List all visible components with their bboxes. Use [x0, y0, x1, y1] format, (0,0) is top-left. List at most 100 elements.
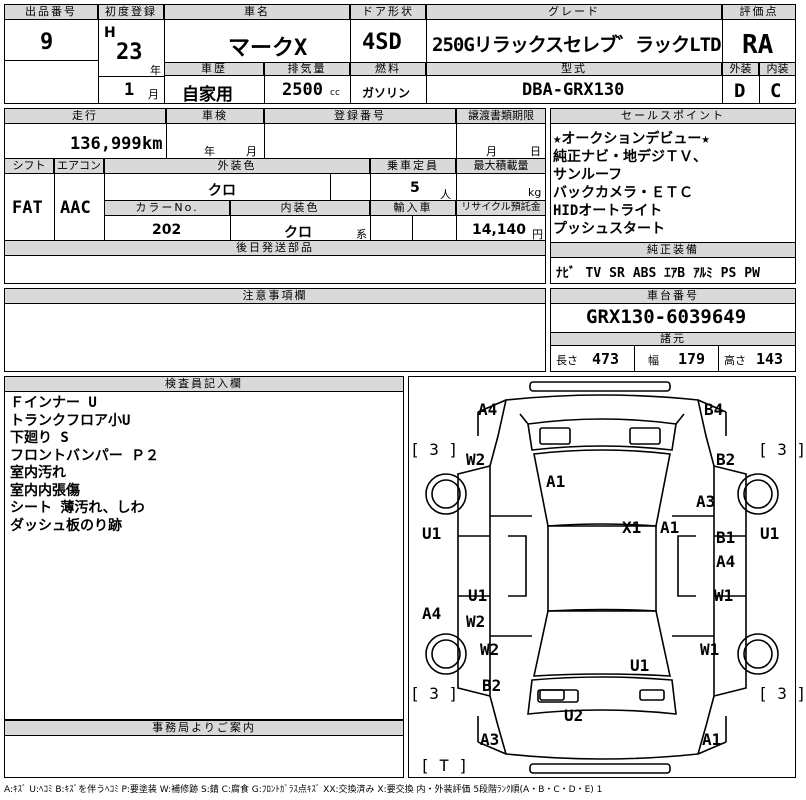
damage-mark: U2: [564, 706, 584, 725]
transfer-day-unit: 日: [530, 145, 541, 158]
sales-line: 純正ナビ・地デジＴＶ、: [553, 149, 707, 165]
damage-mark: A3: [480, 730, 500, 749]
recycle: 14,140: [472, 222, 527, 238]
length: 473: [592, 350, 620, 368]
int-label: 内装: [759, 62, 796, 76]
ext-label: 外装: [722, 62, 759, 76]
chassis-number: GRX130-6039649: [586, 306, 747, 328]
office-label: 事務局よりご案内: [4, 720, 404, 736]
length-label: 長さ: [556, 354, 578, 367]
equip-item: TV: [585, 266, 602, 281]
damage-mark: A3: [696, 492, 716, 511]
damage-mark: U1: [760, 524, 780, 543]
damage-mark: A1: [546, 472, 566, 491]
capacity-unit: 人: [440, 188, 451, 201]
reg-no-label: 登録番号: [264, 108, 456, 124]
equip-item: ABS: [632, 266, 657, 281]
equip-item: ﾅﾋﾞ: [556, 266, 576, 281]
first-reg-label: 初度登録: [98, 4, 164, 20]
door-label: ドア形状: [350, 4, 426, 20]
color-no: 202: [152, 222, 182, 238]
diagram-frame: [408, 376, 796, 778]
car-diagram: [425, 381, 779, 774]
recycle-unit: 円: [532, 228, 543, 241]
inspection-label: 車検: [166, 108, 264, 124]
color-no-label: カラーNo.: [104, 200, 230, 216]
car-name-label: 車名: [164, 4, 350, 20]
damage-mark: W1: [714, 586, 734, 605]
damage-mark: W2: [480, 640, 500, 659]
reg-year: 23: [116, 40, 143, 65]
lot-no: 9: [40, 30, 54, 55]
load-unit: kg: [528, 186, 542, 199]
color-label: 外装色: [104, 158, 370, 174]
mileage-label: 走行: [4, 108, 166, 124]
insp-month-unit: 月: [246, 145, 257, 158]
damage-mark: A4: [716, 552, 736, 571]
tire-bracket: [ 3 ]: [758, 684, 806, 703]
era: H: [104, 25, 116, 41]
inspector-line: 室内汚れ: [10, 465, 66, 481]
inspector-line: フロントバンパー Ｐ２: [10, 447, 160, 464]
model: DBA-GRX130: [522, 80, 625, 100]
damage-mark: A1: [660, 518, 680, 537]
model-label: 型式: [426, 62, 722, 76]
equipment-label: 純正装備: [550, 242, 796, 258]
height: 143: [756, 350, 784, 368]
car-name: マークX: [228, 36, 308, 61]
history: 自家用: [182, 85, 233, 105]
damage-mark: B2: [716, 450, 736, 469]
sales-line: プッシュスタート: [553, 221, 665, 237]
equip-item: ｱﾙﾐ: [693, 266, 713, 281]
ext-score: D: [734, 80, 746, 102]
chassis-label: 車台番号: [550, 288, 796, 304]
month-unit: 月: [148, 88, 159, 101]
inspector-line: 室内内張傷: [10, 482, 80, 499]
inspector-list: Ｆインナー U トランクフロア小U 下廻り S フロントバンパー Ｐ２ 室内汚れ…: [10, 395, 159, 535]
damage-mark: U1: [422, 524, 442, 543]
load-label: 最大積載量: [456, 158, 546, 174]
damage-mark: A4: [422, 604, 442, 623]
displacement-unit: cc: [330, 88, 340, 98]
sales-line: HIDオートライト: [553, 203, 663, 219]
damage-mark: B2: [482, 676, 502, 695]
interior-label: 内装色: [230, 200, 370, 216]
damage-mark: B1: [716, 528, 736, 547]
door: 4SD: [362, 30, 402, 55]
int-score: C: [770, 80, 782, 102]
notes-label: 注意事項欄: [4, 288, 546, 304]
color: クロ: [208, 183, 236, 199]
tire-bracket: [ T ]: [420, 756, 469, 775]
displacement-label: 排気量: [264, 62, 350, 76]
width: 179: [678, 350, 706, 368]
tire-bracket: [ 3 ]: [758, 440, 806, 459]
damage-mark: A4: [478, 400, 498, 419]
fuel-label: 燃料: [350, 62, 426, 76]
inspector-line: シート 薄汚れ、しわ: [10, 500, 145, 516]
spec-label: 諸元: [550, 332, 796, 346]
width-label: 幅: [648, 354, 659, 367]
reg-month: 1: [124, 80, 135, 100]
interior: クロ: [284, 225, 312, 241]
score: RA: [742, 30, 774, 60]
score-label: 評価点: [722, 4, 796, 20]
damage-mark: U1: [468, 586, 488, 605]
later-label: 後日発送部品: [4, 240, 546, 256]
interior-unit: 系: [356, 228, 367, 241]
inspector-line: ダッシュ板のり跡: [10, 517, 122, 534]
fuel: ガソリン: [362, 86, 411, 100]
damage-mark: U1: [630, 656, 650, 675]
capacity: 5: [410, 180, 420, 196]
damage-mark: W2: [466, 612, 486, 631]
ac-label: エアコン: [54, 158, 104, 174]
equip-item: ｴｱB: [664, 266, 686, 281]
damage-mark: X1: [622, 518, 642, 537]
tire-bracket: [ 3 ]: [410, 440, 459, 459]
shift: FAT: [12, 198, 43, 218]
sales-list: ★オークションデビュー★ 純正ナビ・地デジＴＶ、 サンルーフ バックカメラ・ＥＴ…: [553, 130, 710, 238]
damage-mark: B4: [704, 400, 724, 419]
displacement: 2500: [282, 80, 323, 100]
recycle-label: リサイクル預託金: [456, 200, 546, 216]
ac: AAC: [60, 198, 91, 218]
damage-mark: W1: [700, 640, 720, 659]
